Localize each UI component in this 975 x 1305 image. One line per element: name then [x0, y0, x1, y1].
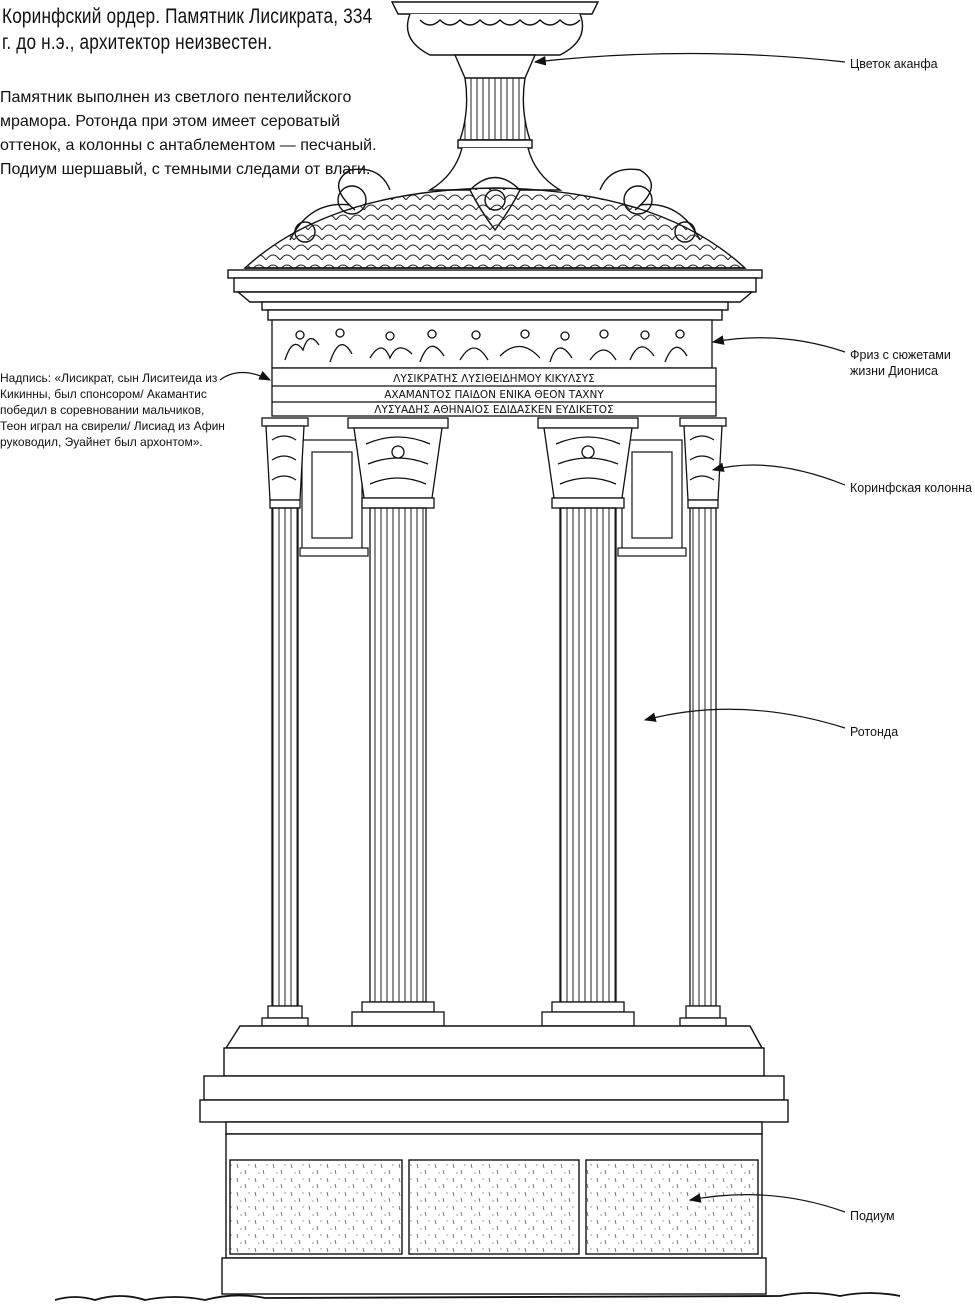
label-podium: Подиум — [850, 1209, 895, 1223]
roof — [227, 187, 763, 321]
label-rotunda: Ротонда — [850, 725, 899, 739]
leader-inscription — [219, 370, 272, 381]
leader-rotunda — [643, 708, 846, 729]
inscription: ΛΥΣΙΚΡΑΤΗΣ ΛΥΣΙΘΕΙΔΗΜΟΥ ΚΙΚΥΛΣΥΣ ΑΧΑΜΑΝΤ… — [374, 373, 613, 416]
label-frieze-2: жизни Диониса — [850, 364, 938, 378]
rear-panels — [299, 439, 687, 557]
label-inscription: Надпись: «Лисикрат, сын Лиситеида из Кик… — [0, 371, 225, 449]
page-title: Коринфский ордер. Памятник Лисикрата, 33… — [2, 5, 373, 54]
description-text: Памятник выполнен из светлого пентелийск… — [0, 89, 377, 178]
architrave — [271, 367, 717, 417]
frieze — [271, 319, 713, 369]
inscription-line-3: ΛΥΣΥΑΔΗΣ ΑΘΗΝΑΙΟΣ ΕΔΙΔΑΣΚΕΝ ΕΥΔΙΚΕΤΟΣ — [374, 404, 613, 416]
inscription-line-1: ΛΥΣΙΚΡΑΤΗΣ ΛΥΣΙΘΕΙΔΗΜΟΥ ΚΙΚΥΛΣΥΣ — [393, 373, 595, 385]
inscription-line-2: ΑΧΑΜΑΝΤΟΣ ΠΑΙΔΟΝ ΕΝΙΚΑ ΘΕΟΝ ΤΑΧΝΥ — [384, 389, 604, 401]
label-acanthus: Цветок аканфа — [850, 57, 938, 71]
leader-column — [711, 462, 846, 486]
podium — [199, 1025, 789, 1295]
leader-lines — [219, 52, 846, 1213]
label-frieze-1: Фриз с сюжетами — [850, 348, 951, 362]
leader-frieze — [711, 335, 846, 353]
leader-podium — [688, 1193, 846, 1213]
columns — [261, 417, 727, 1027]
leader-acanthus — [533, 52, 846, 66]
ground-line — [54, 1292, 901, 1301]
label-column: Коринфская колонна — [850, 481, 972, 495]
